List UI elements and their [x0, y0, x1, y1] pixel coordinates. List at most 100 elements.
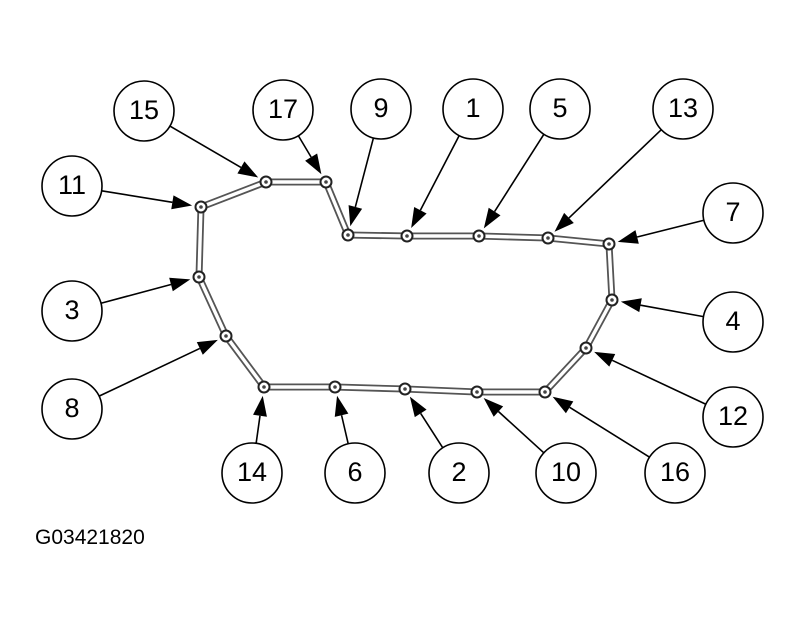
- arrowhead-13: [554, 212, 574, 232]
- leader-line-12: [611, 359, 707, 405]
- gasket-edge-inner: [197, 180, 614, 394]
- bolt-hole-center-14: [262, 385, 266, 389]
- bolt-hole-center-1: [405, 234, 409, 238]
- arrowhead-4: [620, 298, 642, 313]
- arrowhead-8: [196, 339, 218, 355]
- arrowhead-9: [348, 205, 363, 227]
- callout-number-12: 12: [718, 401, 748, 431]
- callout-circle-17: [252, 79, 314, 141]
- callout-17: 17: [252, 79, 314, 141]
- arrowhead-2: [409, 396, 427, 418]
- arrowhead-1: [411, 207, 427, 229]
- callout-circle-12: [702, 386, 764, 448]
- callout-4: 4: [702, 291, 764, 353]
- callout-circle-16: [644, 442, 706, 504]
- leader-line-7: [636, 219, 705, 238]
- callout-11: 11: [41, 155, 103, 217]
- bolt-hole-center-9: [346, 233, 350, 237]
- callout-9: 9: [350, 78, 412, 140]
- callout-circle-2: [428, 442, 490, 504]
- callout-number-3: 3: [64, 295, 79, 325]
- arrowhead-14: [253, 395, 267, 417]
- callout-circle-7: [702, 182, 764, 244]
- leader-line-9: [354, 137, 375, 208]
- leader-line-4: [640, 304, 704, 318]
- callout-circle-10: [535, 442, 597, 504]
- callout-8: 8: [41, 378, 103, 440]
- arrowhead-11: [171, 195, 193, 210]
- callout-circle-11: [41, 155, 103, 217]
- leader-line-13: [568, 129, 662, 219]
- callout-number-5: 5: [552, 93, 567, 123]
- bolt-hole-center-3: [197, 275, 201, 279]
- arrowhead-5: [483, 207, 501, 229]
- arrowhead-17: [305, 153, 322, 175]
- callout-circle-15: [113, 80, 175, 142]
- bolt-hole-center-5: [477, 234, 481, 238]
- callout-number-2: 2: [451, 457, 466, 487]
- callout-10: 10: [535, 442, 597, 504]
- callout-6: 6: [324, 442, 386, 504]
- callout-15: 15: [113, 80, 175, 142]
- arrowhead-7: [617, 230, 639, 244]
- arrowhead-15: [237, 161, 259, 178]
- gasket-edge: [195, 178, 616, 396]
- callout-number-9: 9: [373, 93, 388, 123]
- leader-line-16: [569, 406, 650, 458]
- arrowhead-16: [552, 396, 574, 414]
- leader-lines: [98, 125, 707, 458]
- bolt-hole-center-12: [584, 346, 588, 350]
- leader-line-6: [340, 415, 349, 444]
- callout-number-1: 1: [465, 93, 480, 123]
- leader-line-8: [98, 347, 201, 397]
- callout-number-10: 10: [551, 457, 581, 487]
- bolt-hole-center-15: [264, 180, 268, 184]
- callout-circle-13: [652, 78, 714, 140]
- callout-circle-14: [221, 442, 283, 504]
- leader-line-10: [497, 410, 545, 454]
- bolt-holes: [192, 175, 619, 399]
- gasket-outline: [195, 178, 616, 396]
- callout-number-17: 17: [268, 94, 298, 124]
- bolt-hole-center-10: [475, 390, 479, 394]
- leader-line-15: [169, 125, 242, 169]
- leader-line-1: [419, 135, 460, 211]
- callout-circle-8: [41, 378, 103, 440]
- callout-number-4: 4: [725, 306, 740, 336]
- callout-12: 12: [702, 386, 764, 448]
- callout-2: 2: [428, 442, 490, 504]
- leader-line-11: [101, 190, 173, 204]
- callout-3: 3: [41, 280, 103, 342]
- arrowhead-6: [334, 395, 349, 417]
- arrowhead-3: [169, 277, 191, 292]
- bolt-hole-center-11: [199, 205, 203, 209]
- leader-line-3: [100, 283, 172, 305]
- callout-13: 13: [652, 78, 714, 140]
- callout-number-13: 13: [668, 93, 698, 123]
- callout-14: 14: [221, 442, 283, 504]
- figure-code: G03421820: [35, 526, 145, 549]
- bolt-hole-center-8: [224, 334, 228, 338]
- callout-16: 16: [644, 442, 706, 504]
- callout-number-8: 8: [64, 393, 79, 423]
- bolt-hole-center-17: [324, 180, 328, 184]
- callout-circle-3: [41, 280, 103, 342]
- callout-circle-9: [350, 78, 412, 140]
- callout-5: 5: [529, 78, 591, 140]
- bolt-hole-center-4: [610, 298, 614, 302]
- arrowhead-12: [594, 351, 616, 367]
- callout-number-7: 7: [725, 197, 740, 227]
- callout-circle-4: [702, 291, 764, 353]
- leader-line-17: [297, 135, 312, 158]
- leader-line-2: [420, 412, 444, 449]
- bolt-hole-center-13: [546, 236, 550, 240]
- callout-number-16: 16: [660, 457, 690, 487]
- callout-number-11: 11: [58, 170, 86, 200]
- arrowhead-10: [483, 398, 504, 417]
- callout-1: 1: [442, 78, 504, 140]
- callout-number-6: 6: [347, 457, 362, 487]
- bolt-hole-center-7: [607, 242, 611, 246]
- bolt-hole-center-2: [403, 387, 407, 391]
- callout-circle-6: [324, 442, 386, 504]
